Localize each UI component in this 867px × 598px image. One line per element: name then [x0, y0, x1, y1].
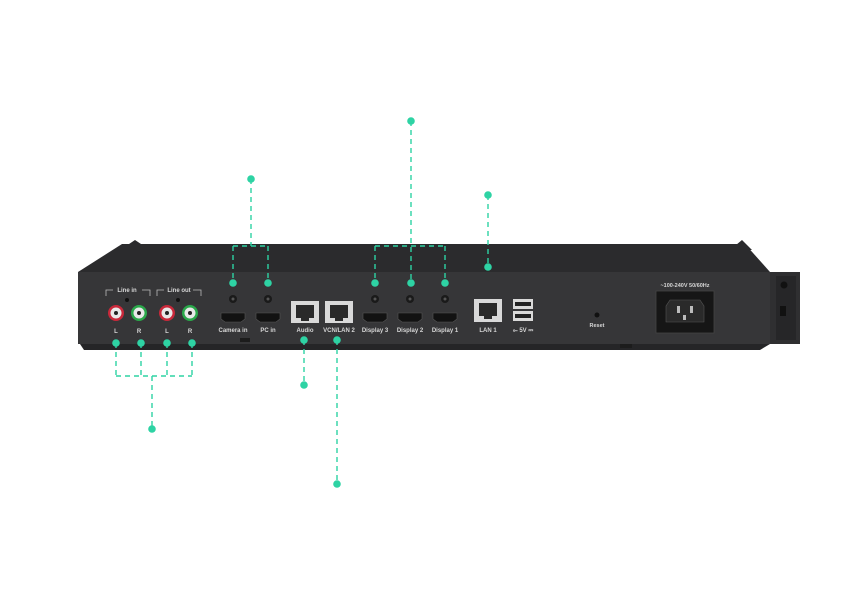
lan1-rj45-port[interactable]	[474, 299, 502, 322]
display1-label: Display 1	[432, 328, 459, 334]
pc-in-label: PC in	[260, 328, 276, 334]
rca-label-r-1: R	[137, 329, 142, 335]
callout-dot[interactable]	[333, 480, 341, 488]
callout-dot[interactable]	[407, 279, 415, 287]
callout-dot[interactable]	[112, 339, 120, 347]
callout-rca-line	[115, 343, 193, 429]
callout-dot[interactable]	[137, 339, 145, 347]
lan1-label: LAN 1	[479, 328, 497, 334]
power-inlet-area: ~100-240V 50/60Hz	[655, 283, 715, 334]
chassis-face	[78, 272, 770, 344]
hdmi-outputs: Display 3 Display 2 Display 1	[362, 295, 459, 334]
callout-dot[interactable]	[300, 336, 308, 344]
audio-rj45-port[interactable]	[291, 301, 319, 323]
display2-label: Display 2	[397, 328, 424, 334]
rca-label-r-2: R	[188, 329, 193, 335]
camera-in-label: Camera in	[218, 328, 247, 334]
display3-label: Display 3	[362, 328, 389, 334]
reset-area: Reset	[590, 312, 605, 329]
callouts	[115, 121, 489, 484]
reset-button[interactable]	[594, 312, 600, 318]
callout-dot[interactable]	[484, 191, 492, 199]
line-out-right-jack[interactable]	[182, 305, 198, 321]
callout-dot[interactable]	[333, 336, 341, 344]
chassis-top	[78, 244, 770, 272]
rca-label-l-1: L	[114, 329, 118, 335]
callout-dot[interactable]	[247, 175, 255, 183]
rca-audio-block: Line in Line out L R L R	[105, 288, 202, 335]
pc-in-port[interactable]	[255, 312, 281, 323]
lan1-and-usb: LAN 1 ⟜ 5V ⎓	[474, 299, 533, 334]
callout-dot[interactable]	[188, 339, 196, 347]
camera-in-port[interactable]	[220, 312, 246, 323]
rj45-ports: Audio VCN/LAN 2	[291, 301, 355, 334]
callout-dot[interactable]	[407, 117, 415, 125]
callout-displays-line	[374, 121, 446, 283]
callout-dot[interactable]	[484, 263, 492, 271]
callout-dots	[112, 117, 492, 488]
callout-dot[interactable]	[148, 425, 156, 433]
callout-dot[interactable]	[300, 381, 308, 389]
line-in-left-jack[interactable]	[108, 305, 124, 321]
vcn-lan2-label: VCN/LAN 2	[323, 328, 355, 334]
callout-dot[interactable]	[163, 339, 171, 347]
callout-dot[interactable]	[371, 279, 379, 287]
line-out-label: Line out	[167, 288, 190, 294]
reset-label: Reset	[590, 323, 605, 329]
usb-ports[interactable]	[513, 299, 533, 321]
chassis	[78, 240, 800, 350]
audio-label: Audio	[297, 328, 314, 334]
line-out-left-jack[interactable]	[159, 305, 175, 321]
usb-label: ⟜ 5V ⎓	[513, 328, 533, 334]
vcn-lan2-rj45-port[interactable]	[325, 301, 353, 323]
line-in-label: Line in	[117, 288, 137, 294]
rca-label-l-2: L	[165, 329, 169, 335]
callout-dot[interactable]	[229, 279, 237, 287]
display3-port[interactable]	[362, 312, 388, 323]
line-in-right-jack[interactable]	[131, 305, 147, 321]
hdmi-inputs: Camera in PC in	[218, 295, 281, 334]
callout-dot[interactable]	[264, 279, 272, 287]
power-inlet[interactable]	[665, 299, 705, 323]
callout-dot[interactable]	[441, 279, 449, 287]
display2-port[interactable]	[397, 312, 423, 323]
callout-hdmi-inputs-line	[232, 179, 269, 283]
display1-port[interactable]	[432, 312, 458, 323]
power-rating-label: ~100-240V 50/60Hz	[660, 283, 709, 289]
